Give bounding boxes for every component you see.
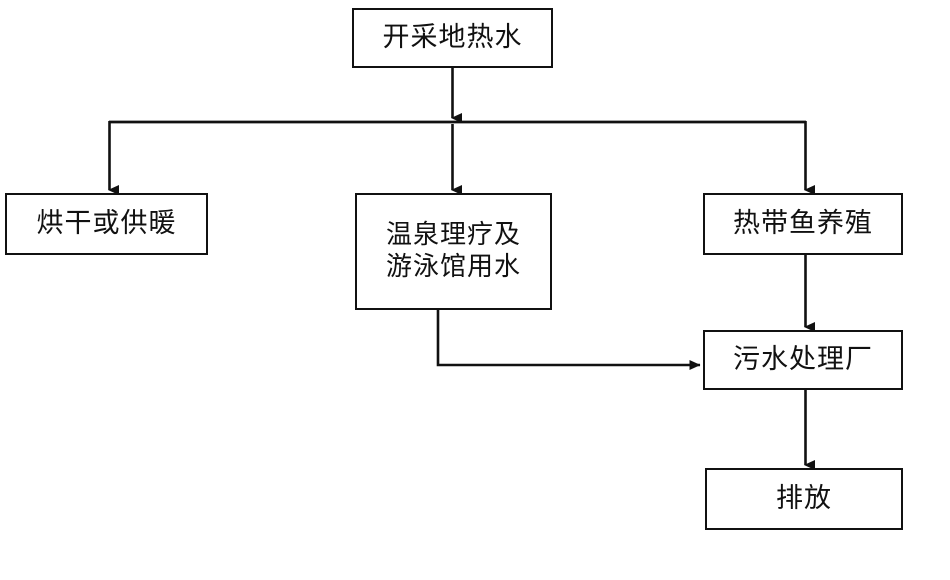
edge-spa-to-wwtp xyxy=(436,310,701,370)
node-tropical-fish-farming: 热带鱼养殖 xyxy=(703,193,903,255)
node-discharge: 排放 xyxy=(705,468,903,530)
node-drying-or-heating: 烘干或供暖 xyxy=(5,193,208,255)
node-wastewater-treatment-plant: 污水处理厂 xyxy=(703,330,903,390)
node-spa-and-pool-water: 温泉理疗及 游泳馆用水 xyxy=(355,193,552,310)
node-source: 开采地热水 xyxy=(352,8,553,68)
